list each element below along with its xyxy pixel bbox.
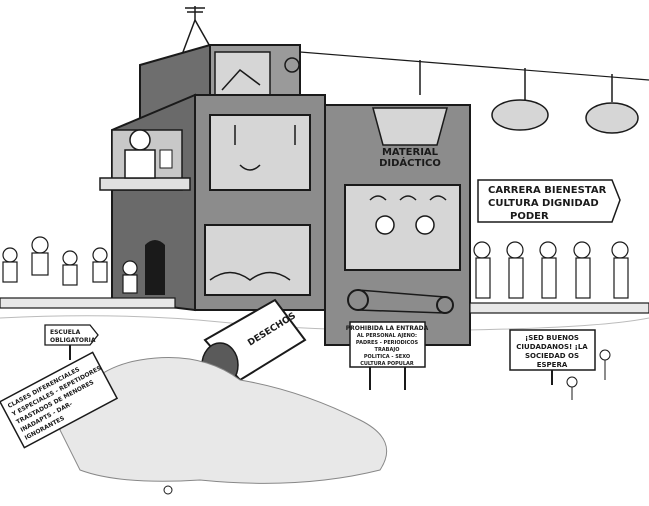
conveyor-left	[0, 297, 176, 309]
career-line1: CARRERA BIENESTAR	[488, 185, 607, 196]
school-line1: ESCUELA	[50, 329, 81, 336]
citizens-line2: CIUDADANOS! ¡LA	[516, 343, 588, 351]
conveyor-right	[469, 302, 649, 314]
citizens-sign: ¡SED BUENOS CIUDADANOS! ¡LA SOCIEDAD OS …	[509, 329, 596, 385]
cable-line	[299, 51, 649, 81]
prohibited-line3: PADRES - PERIODICOS	[356, 340, 419, 346]
building-left-wall	[99, 93, 326, 312]
bucket-icon	[372, 60, 639, 146]
career-line3: PODER	[510, 211, 549, 222]
school-sign: ESCUELA OBLIGATORIA	[44, 324, 99, 360]
prohibited-line2: AL PERSONAL AJENO:	[357, 333, 417, 339]
career-line2: CULTURA DIGNIDAD	[488, 198, 599, 209]
waste-heap	[59, 357, 388, 484]
citizens-line4: ESPERA	[537, 361, 568, 369]
prohibited-line4: TRABAJO	[375, 347, 400, 353]
flower-icon	[163, 349, 611, 495]
bucket-sign-line2: DIDÁCTICO	[379, 156, 441, 169]
prohibited-sign: PROHIBIDA LA ENTRADA AL PERSONAL AJENO: …	[346, 321, 429, 390]
citizens-line1: ¡SED BUENOS	[525, 334, 579, 342]
ground-line	[0, 315, 649, 331]
prohibited-line1: PROHIBIDA LA ENTRADA	[346, 325, 429, 332]
career-sign: CARRERA BIENESTAR CULTURA DIGNIDAD PODER	[477, 179, 621, 223]
bucket-sign-line1: MATERIAL	[382, 147, 439, 158]
school-line2: OBLIGATORIA	[50, 337, 96, 344]
prohibited-line6: CULTURA POPULAR	[360, 361, 414, 367]
graduates-exiting	[473, 241, 629, 299]
citizens-line3: SOCIEDAD OS	[525, 352, 579, 360]
prohibited-line5: POLITICA - SEXO	[364, 354, 410, 360]
children-entering	[2, 236, 138, 294]
